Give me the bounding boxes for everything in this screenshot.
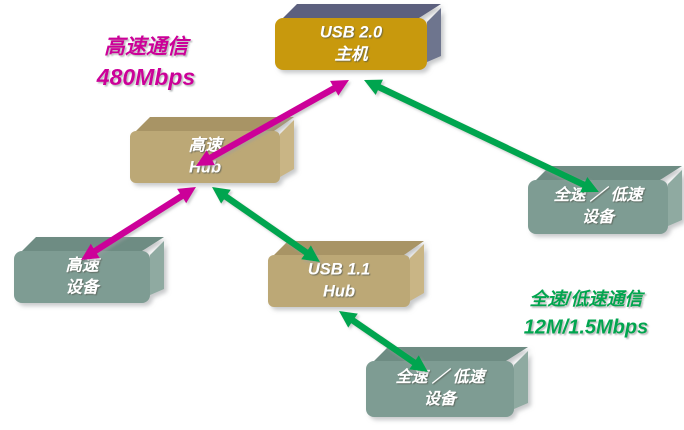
connection-host-to-high-speed-hub-head-forward xyxy=(330,80,349,96)
full-low-speed-device-bottom-box-front-face xyxy=(366,361,514,417)
connection-host-to-full-low-speed-device-right[interactable] xyxy=(364,79,599,193)
connection-high-speed-hub-to-high-speed-device-shaft xyxy=(90,191,187,256)
legend-full-low-speed: 全速/低速通信 12M/1.5Mbps xyxy=(524,289,648,339)
usb-1-1-hub-box-side-face xyxy=(410,244,424,301)
connection-usb-1-1-hub-to-full-low-speed-device-bottom[interactable] xyxy=(339,311,428,372)
full-low-speed-device-bottom-box-label-line-1: 全速 ／ 低速 xyxy=(396,368,488,386)
high-speed-device-box-label-line-2: 设备 xyxy=(66,277,102,296)
usb-2-0-host-box-top-face xyxy=(283,4,441,18)
usb-1-1-hub-box-label-line-1: USB 1.1 xyxy=(308,260,370,278)
connection-high-speed-hub-to-high-speed-device-head-backward xyxy=(177,187,196,204)
connection-usb-1-1-hub-to-full-low-speed-device-bottom-shaft xyxy=(347,315,420,368)
high-speed-hub-box-top-face xyxy=(136,117,294,131)
high-speed-device-box-top-face xyxy=(22,237,164,251)
connection-host-to-high-speed-hub-head-backward xyxy=(196,150,215,166)
high-speed-device-box-label-line-1: 高速 xyxy=(66,255,103,274)
legend-high-speed-line-1: 高速通信 xyxy=(104,35,191,59)
full-low-speed-device-right-box-label-line-2: 设备 xyxy=(582,208,617,226)
high-speed-hub-box-label-line-1: 高速 xyxy=(189,135,226,154)
usb-2-0-host-box-label-line-2: 主机 xyxy=(335,44,370,63)
high-speed-device-box-side-face xyxy=(150,241,164,295)
full-low-speed-device-right-box-front-face xyxy=(528,180,668,234)
usb-2-0-host-box-label-line-1: USB 2.0 xyxy=(320,23,383,41)
high-speed-device-box-front-face xyxy=(14,251,150,303)
connection-high-speed-hub-to-usb-1-1-hub-shaft xyxy=(220,191,312,258)
legends-layer: 高速通信 480Mbps 全速/低速通信 12M/1.5Mbps xyxy=(96,35,648,339)
usb-2-0-host-box-side-face xyxy=(427,8,441,62)
connection-host-to-high-speed-hub-shaft xyxy=(205,83,340,163)
high-speed-hub-box-side-face xyxy=(280,120,294,177)
connection-high-speed-hub-to-high-speed-device-head-forward xyxy=(81,243,100,260)
legend-high-speed-line-2: 480Mbps xyxy=(96,64,195,90)
connection-host-to-high-speed-hub[interactable] xyxy=(196,80,349,166)
legend-high-speed: 高速通信 480Mbps xyxy=(96,35,195,91)
connection-host-to-full-low-speed-device-right-head-forward xyxy=(579,177,599,193)
connection-high-speed-hub-to-usb-1-1-hub-head-backward xyxy=(212,187,231,204)
full-low-speed-device-right-box-label-line-1: 全速 ／ 低速 xyxy=(554,186,646,204)
full-low-speed-device-bottom-box-side-face xyxy=(514,351,528,409)
connection-usb-1-1-hub-to-full-low-speed-device-bottom-head-backward xyxy=(339,311,358,328)
connection-host-to-full-low-speed-device-right-head-backward xyxy=(364,79,384,95)
connection-high-speed-hub-to-usb-1-1-hub-head-forward xyxy=(301,245,320,262)
usb-2-0-host-box[interactable]: USB 2.0 主机 xyxy=(275,4,441,70)
usb-1-1-hub-box-front-face xyxy=(268,255,410,307)
usb-1-1-hub-box-label-line-2: Hub xyxy=(323,282,355,300)
full-low-speed-device-right-box-side-face xyxy=(668,170,682,226)
connections-layer xyxy=(81,79,599,372)
legend-full-low-speed-line-2: 12M/1.5Mbps xyxy=(524,316,648,338)
connection-usb-1-1-hub-to-full-low-speed-device-bottom-head-forward xyxy=(409,355,428,372)
connection-high-speed-hub-to-high-speed-device[interactable] xyxy=(81,187,196,260)
legend-full-low-speed-line-1: 全速/低速通信 xyxy=(529,289,645,309)
connection-host-to-full-low-speed-device-right-shaft xyxy=(374,82,589,190)
full-low-speed-device-bottom-box-label-line-2: 设备 xyxy=(424,390,459,408)
connection-high-speed-hub-to-usb-1-1-hub[interactable] xyxy=(212,187,320,262)
usb-2-0-host-box-front-face xyxy=(275,18,427,70)
